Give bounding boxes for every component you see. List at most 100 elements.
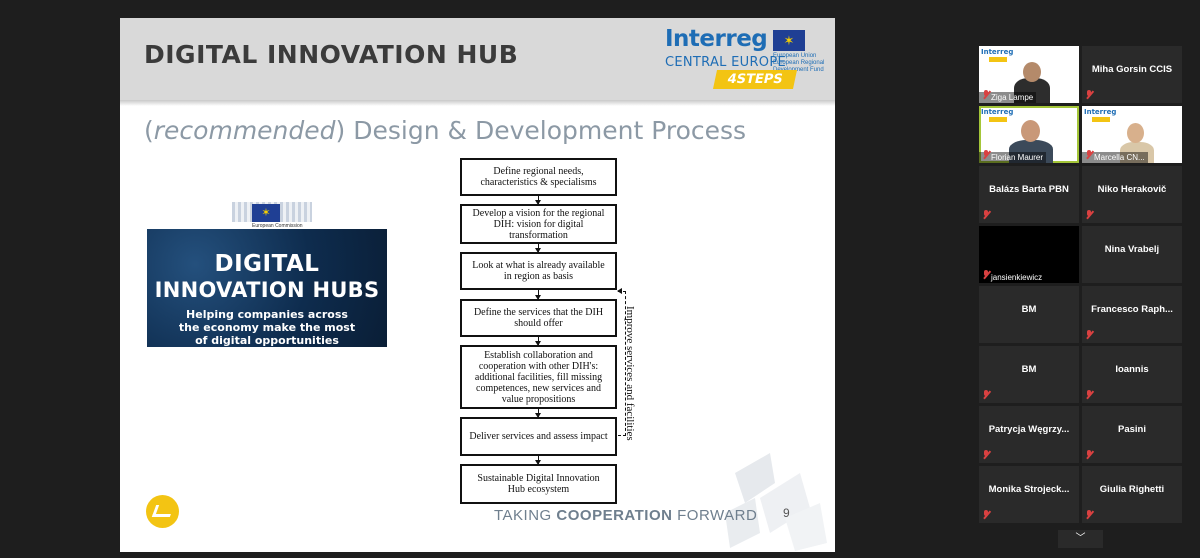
participant-name: Nina Vrabelj xyxy=(1104,244,1160,255)
participant-tile-nina-vrabelj[interactable]: Nina Vrabelj xyxy=(1082,226,1182,283)
person-silhouette xyxy=(1009,140,1053,163)
flow-arrow xyxy=(535,290,541,300)
person-head xyxy=(1023,62,1041,82)
flow-step-4: Define the services that the DIH should … xyxy=(460,299,617,337)
feedback-loop-line xyxy=(618,291,626,436)
participant-tile-bm-2[interactable]: BM xyxy=(979,346,1079,403)
footer-tagline: TAKING COOPERATION FORWARD xyxy=(494,507,757,524)
participant-tile-giulia-righetti[interactable]: Giulia Righetti xyxy=(1082,466,1182,523)
digital-innovation-hubs-image: ✶ European Commission DIGITAL INNOVATION… xyxy=(147,200,387,347)
participant-tile-niko-herakovic[interactable]: Niko Herakovič xyxy=(1082,166,1182,223)
header-divider xyxy=(120,100,835,106)
feedback-label-text: Improve services and facilities xyxy=(624,306,636,441)
mic-muted-icon xyxy=(982,150,990,160)
mic-muted-icon xyxy=(982,90,990,100)
participant-tile-marcella[interactable]: Interreg Marcella CN... xyxy=(1082,106,1182,163)
participant-tile-bm-1[interactable]: BM xyxy=(979,286,1079,343)
interreg-logo: Interreg ✶ CENTRAL EUROPE European Union… xyxy=(665,26,825,92)
page-number: 9 xyxy=(783,506,790,520)
banner-sub-line3: of digital opportunities xyxy=(195,334,339,347)
participant-name: Francesco Raph... xyxy=(1091,304,1173,315)
mic-muted-icon xyxy=(1085,90,1093,100)
feedback-arrowhead-icon xyxy=(617,288,622,294)
participant-tile-monika[interactable]: Monika Strojeck... xyxy=(979,466,1079,523)
video-background: Interreg xyxy=(1084,108,1116,122)
person-silhouette xyxy=(1014,78,1050,103)
flow-arrow xyxy=(535,337,541,346)
4steps-footer-logo xyxy=(146,495,179,528)
participant-tile-patrycja[interactable]: Patrycja Węgrzy... xyxy=(979,406,1079,463)
chevron-down-icon: ﹀ xyxy=(1075,533,1086,544)
participant-name: Ioannis xyxy=(1115,364,1149,375)
participant-name: BM xyxy=(1021,304,1037,315)
participant-name: Miha Gorsin CCIS xyxy=(1091,64,1173,75)
mic-muted-icon xyxy=(982,210,990,220)
participant-tile-pasini[interactable]: Pasini xyxy=(1082,406,1182,463)
person-silhouette xyxy=(1120,142,1154,163)
participant-tile-balazs-barta[interactable]: Balázs Barta PBN xyxy=(979,166,1079,223)
participant-name-label: Florian Maurer xyxy=(979,152,1047,163)
footer-cooperation: COOPERATION xyxy=(556,507,673,524)
mic-muted-icon xyxy=(1085,330,1093,340)
participant-tile-florian-maurer[interactable]: Interreg Florian Maurer xyxy=(979,106,1079,163)
slide-header: DIGITAL INNOVATION HUB Interreg ✶ CENTRA… xyxy=(120,18,835,100)
participant-name: Balázs Barta PBN xyxy=(989,184,1069,195)
participant-name: Patrycja Węgrzy... xyxy=(988,424,1070,435)
footer-taking: TAKING xyxy=(494,507,552,524)
participants-panel: Interreg Ziga Lampe Miha Gorsin CCIS Int… xyxy=(955,0,1200,558)
participant-name: Niko Herakovič xyxy=(1097,184,1167,195)
flow-arrow xyxy=(535,244,541,253)
mic-muted-icon xyxy=(1085,390,1093,400)
mic-muted-icon xyxy=(982,270,990,280)
video-background: Interreg xyxy=(981,108,1013,122)
flow-arrow xyxy=(535,196,541,205)
flow-step-3: Look at what is already available in reg… xyxy=(460,252,617,290)
flow-step-1: Define regional needs, characteristics &… xyxy=(460,158,617,196)
mic-muted-icon xyxy=(1085,510,1093,520)
mic-muted-icon xyxy=(1085,450,1093,460)
dih-banner: DIGITAL INNOVATION HUBS Helping companie… xyxy=(147,229,387,347)
participant-name: Pasini xyxy=(1118,424,1146,435)
flow-step-5: Establish collaboration and cooperation … xyxy=(460,345,617,409)
mic-muted-icon xyxy=(1085,150,1093,160)
fund-text: European Union European Regional Develop… xyxy=(773,53,825,73)
participant-tile-miha-gorsin[interactable]: Miha Gorsin CCIS xyxy=(1082,46,1182,103)
participant-name-label: Ziga Lampe xyxy=(979,92,1037,103)
subtitle-rest: Design & Development Process xyxy=(353,116,747,145)
person-head xyxy=(1021,120,1040,142)
interreg-wordmark: Interreg xyxy=(665,26,768,52)
slide-subtitle: (recommended) Design & Development Proce… xyxy=(144,116,746,145)
participant-tile-ioannis[interactable]: Ioannis xyxy=(1082,346,1182,403)
ec-logo-text: European Commission xyxy=(252,223,303,229)
participant-tile-francesco[interactable]: Francesco Raph... xyxy=(1082,286,1182,343)
flow-step-2: Develop a vision for the regional DIH: v… xyxy=(460,204,617,244)
mic-muted-icon xyxy=(982,390,990,400)
flow-step-6: Deliver services and assess impact xyxy=(460,417,617,456)
participant-name: BM xyxy=(1021,364,1037,375)
4steps-badge: 4STEPS xyxy=(712,70,798,89)
decorative-arrows-graphic xyxy=(725,453,827,551)
footer-forward: FORWARD xyxy=(677,507,758,524)
scroll-down-button[interactable]: ﹀ xyxy=(1058,530,1103,548)
participant-tile-jansienkiewicz[interactable]: jansienkiewicz xyxy=(979,226,1079,283)
participant-tile-ziga-lampe[interactable]: Interreg Ziga Lampe xyxy=(979,46,1079,103)
subtitle-close: ) xyxy=(335,116,346,145)
banner-sub-line2: the economy make the most xyxy=(178,321,356,334)
flow-arrow xyxy=(535,409,541,418)
participant-name-label: Marcella CN... xyxy=(1082,152,1148,163)
slide-title: DIGITAL INNOVATION HUB xyxy=(144,40,519,69)
subtitle-recommended: recommended xyxy=(153,116,336,145)
subtitle-open: ( xyxy=(144,116,154,145)
central-europe-text: CENTRAL EUROPE xyxy=(665,55,786,70)
eu-flag-icon: ✶ xyxy=(773,30,805,51)
banner-title-line2: INNOVATION HUBS xyxy=(154,278,380,302)
flow-arrow xyxy=(535,456,541,465)
flow-step-7: Sustainable Digital Innovation Hub ecosy… xyxy=(460,464,617,504)
banner-sub-line1: Helping companies across xyxy=(186,308,348,321)
person-head xyxy=(1127,123,1144,143)
participant-name: Monika Strojeck... xyxy=(988,484,1070,495)
banner-title-line1: DIGITAL xyxy=(214,251,320,277)
presentation-slide: DIGITAL INNOVATION HUB Interreg ✶ CENTRA… xyxy=(120,18,835,552)
video-background: Interreg xyxy=(981,48,1013,62)
